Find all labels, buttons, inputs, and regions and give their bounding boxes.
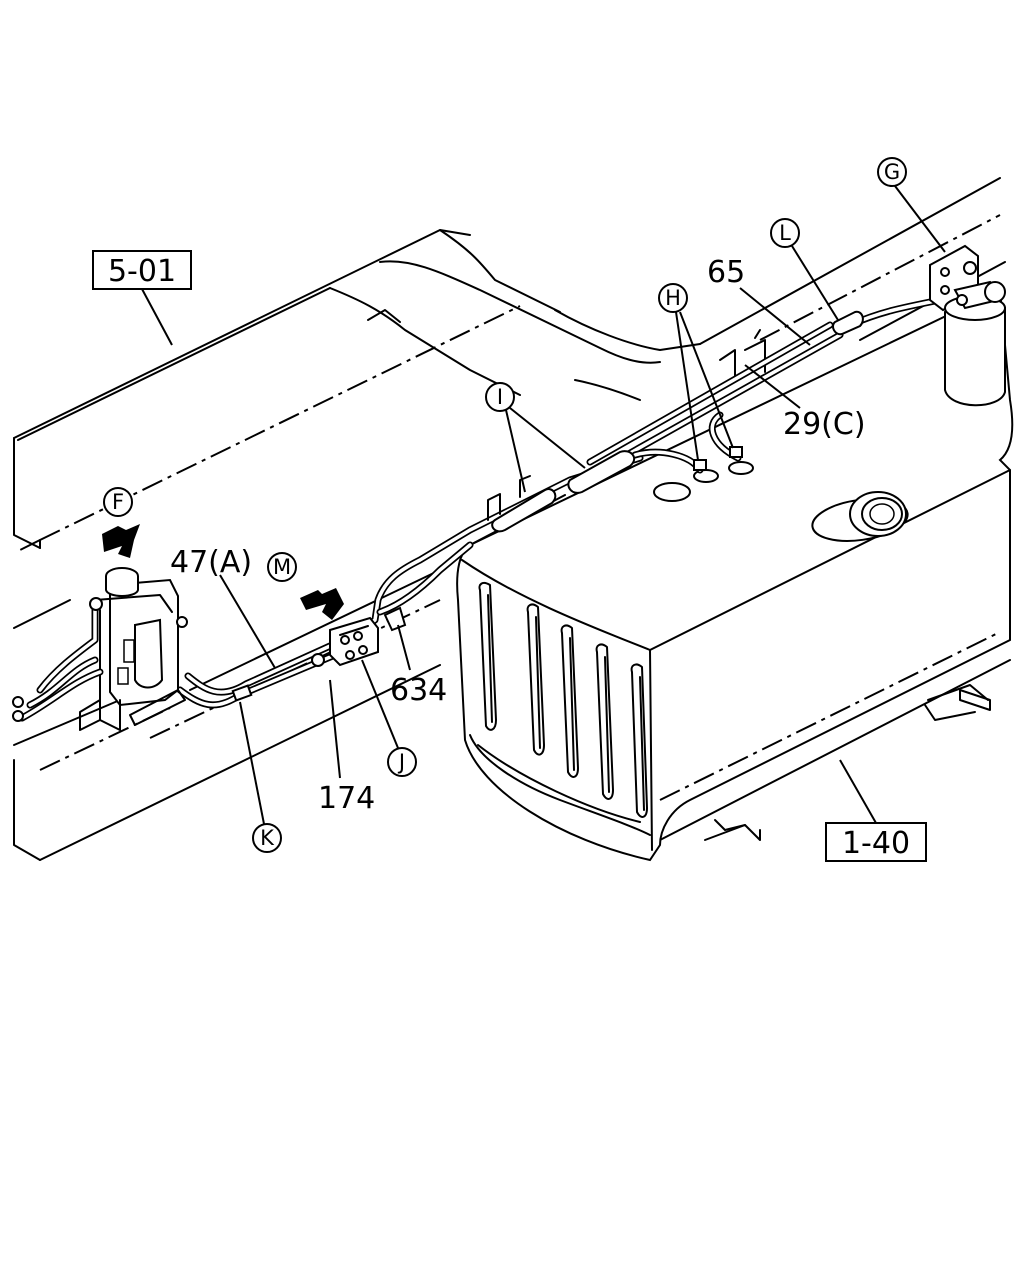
- filler-cap: [811, 491, 909, 542]
- callout-k-letter: K: [260, 826, 275, 850]
- callout-i[interactable]: I: [485, 382, 515, 412]
- view-arrow-j: [300, 588, 344, 620]
- fuel-filter-left: [12, 567, 188, 731]
- fuel-tank: [456, 288, 1014, 862]
- callout-h-letter: H: [665, 286, 681, 310]
- tank-ribs: [478, 581, 648, 818]
- callout-m[interactable]: M: [267, 552, 297, 582]
- fuel-filter-right: [929, 244, 1006, 407]
- tank-port-1: [653, 482, 691, 502]
- callout-g[interactable]: G: [877, 157, 907, 187]
- part-number-634: 634: [390, 673, 447, 708]
- connector-block: [311, 606, 407, 667]
- tank-port-3: [728, 461, 754, 475]
- callout-i-letter: I: [497, 385, 503, 409]
- ref-box-5-01[interactable]: 5-01: [92, 250, 192, 290]
- callout-m-letter: M: [273, 555, 291, 579]
- ref-box-1-40[interactable]: 1-40: [825, 822, 927, 862]
- callout-g-letter: G: [884, 160, 900, 184]
- callout-f[interactable]: F: [103, 487, 133, 517]
- callout-l[interactable]: L: [770, 218, 800, 248]
- callout-k[interactable]: K: [252, 823, 282, 853]
- part-number-47a: 47(A): [170, 545, 252, 580]
- ref-box-5-01-label: 5-01: [108, 254, 176, 289]
- ref-box-1-40-label: 1-40: [842, 826, 910, 861]
- callout-j[interactable]: J: [387, 747, 417, 777]
- callout-f-letter: F: [112, 490, 124, 514]
- line-clips: [231, 446, 743, 702]
- callout-l-letter: L: [779, 221, 791, 245]
- callout-j-letter: J: [397, 750, 405, 774]
- part-number-29c: 29(C): [783, 407, 866, 442]
- callout-h[interactable]: H: [658, 283, 688, 313]
- view-arrow-f: [102, 524, 140, 558]
- part-number-65: 65: [707, 255, 745, 290]
- part-number-174: 174: [318, 781, 375, 816]
